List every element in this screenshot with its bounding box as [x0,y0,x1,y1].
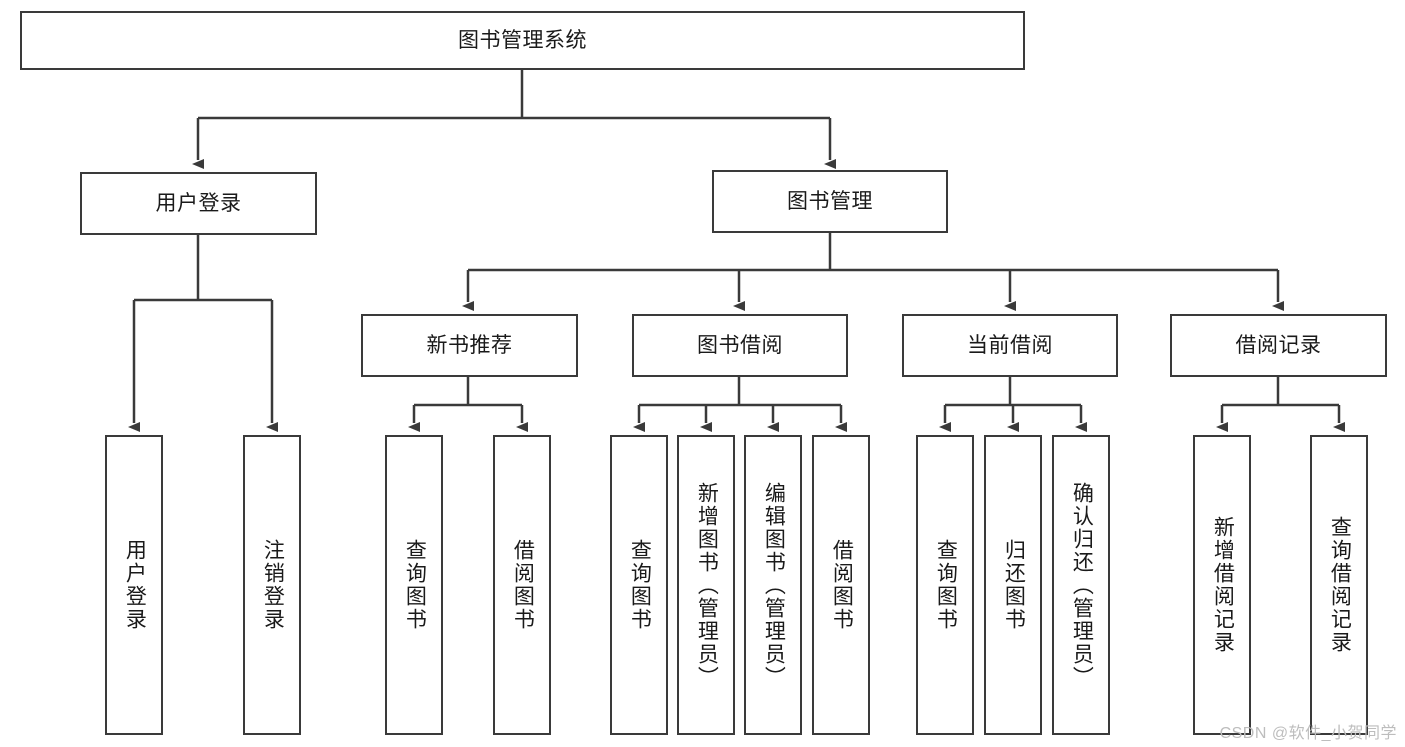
node-leaf-query-book-borrow[interactable]: 查询图书 [610,435,668,735]
node-label: 用户登录 [123,539,147,631]
node-leaf-add-book[interactable]: 新增图书（管理员） [677,435,735,735]
node-label: 新增图书（管理员） [695,481,719,689]
node-label: 编辑图书（管理员） [762,481,786,689]
node-label: 归还图书 [1002,539,1026,631]
node-label: 借阅图书 [830,539,854,631]
node-leaf-borrow-book[interactable]: 借阅图书 [812,435,870,735]
node-label: 图书管理 [787,189,873,213]
node-current-borrow[interactable]: 当前借阅 [902,314,1118,377]
node-label: 查询借阅记录 [1328,516,1352,654]
node-leaf-borrow-book-recommend[interactable]: 借阅图书 [493,435,551,735]
node-label: 用户登录 [155,191,242,215]
node-leaf-query-borrow-record[interactable]: 查询借阅记录 [1310,435,1368,735]
node-label: 新书推荐 [426,333,513,357]
node-label: 借阅记录 [1235,333,1322,357]
node-new-book-recommend[interactable]: 新书推荐 [361,314,578,377]
node-leaf-query-book-recommend[interactable]: 查询图书 [385,435,443,735]
node-label: 图书管理系统 [458,28,587,52]
node-leaf-edit-book[interactable]: 编辑图书（管理员） [744,435,802,735]
csdn-watermark: CSDN @软件_小贺同学 [1219,725,1397,742]
node-label: 新增借阅记录 [1211,516,1235,654]
node-book-borrow[interactable]: 图书借阅 [632,314,848,377]
node-leaf-add-borrow-record[interactable]: 新增借阅记录 [1193,435,1251,735]
node-label: 图书借阅 [697,333,783,357]
node-book-management[interactable]: 图书管理 [712,170,948,233]
node-leaf-query-book-current[interactable]: 查询图书 [916,435,974,735]
node-label: 查询图书 [403,539,427,631]
node-leaf-confirm-return[interactable]: 确认归还（管理员） [1052,435,1110,735]
node-label: 注销登录 [261,539,285,631]
node-leaf-return-book[interactable]: 归还图书 [984,435,1042,735]
node-label: 查询图书 [628,539,652,631]
node-leaf-user-login[interactable]: 用户登录 [105,435,163,735]
node-label: 借阅图书 [511,539,535,631]
node-borrow-record[interactable]: 借阅记录 [1170,314,1387,377]
node-book-management-system[interactable]: 图书管理系统 [20,11,1025,70]
node-label: 确认归还（管理员） [1070,481,1094,689]
node-leaf-logout-login[interactable]: 注销登录 [243,435,301,735]
node-user-login[interactable]: 用户登录 [80,172,317,235]
node-label: 当前借阅 [967,333,1053,357]
node-label: 查询图书 [934,539,958,631]
